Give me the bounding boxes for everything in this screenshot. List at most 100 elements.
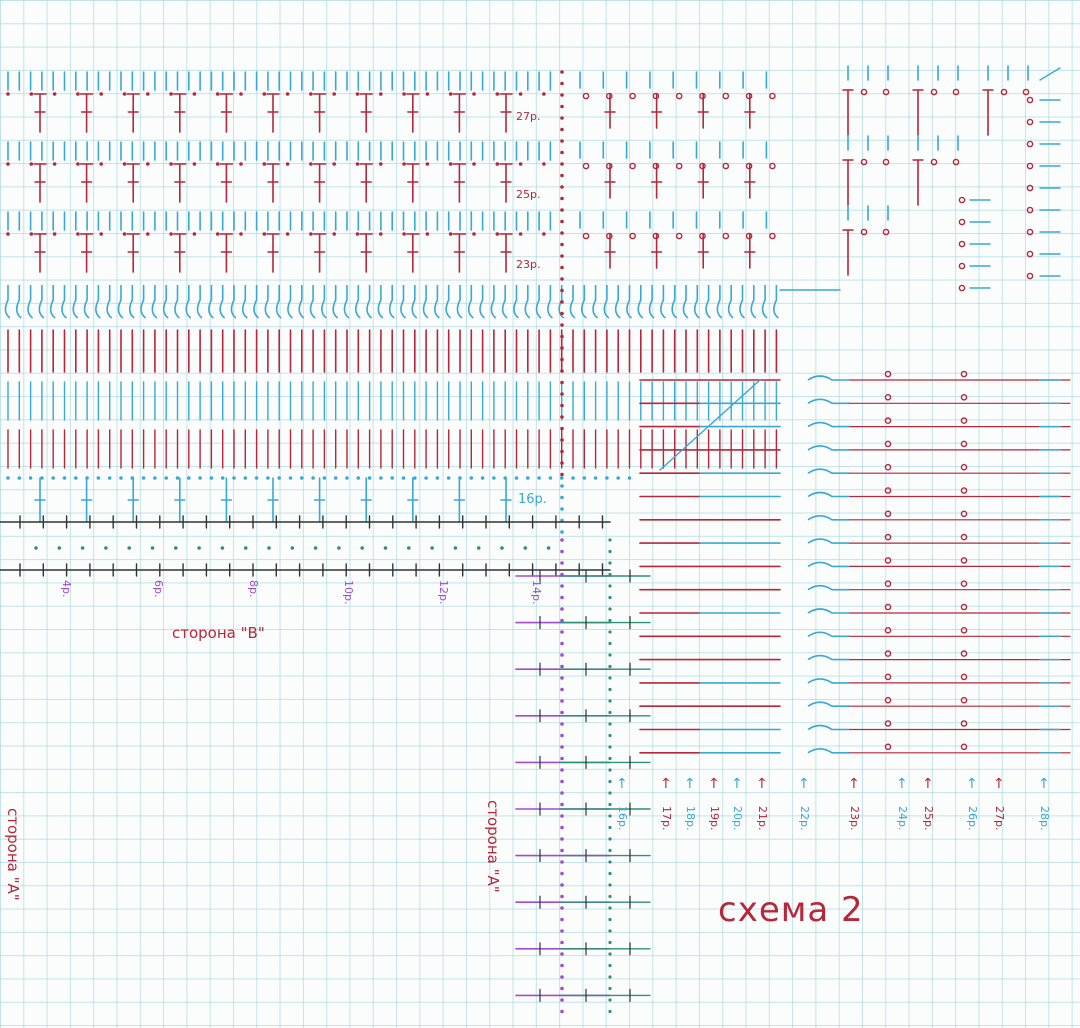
blue-wave — [27, 285, 34, 319]
chain-dot — [560, 894, 564, 899]
chain-dot — [560, 595, 564, 600]
chain-dot — [608, 549, 612, 554]
chain-dot — [560, 975, 564, 979]
blue-wave — [253, 285, 260, 319]
chain-dot — [239, 162, 243, 166]
chain-dot — [356, 476, 361, 480]
chain-dot — [560, 162, 564, 166]
chain-dot — [52, 162, 57, 166]
chain-dot — [560, 139, 564, 143]
chain-dot — [608, 779, 612, 784]
chain-dot — [560, 300, 564, 304]
chain-dot — [560, 346, 564, 350]
right-row-label: 23р. — [848, 806, 861, 831]
chain-dot — [608, 952, 612, 956]
chain-dot — [560, 825, 564, 830]
chain-dot — [379, 476, 383, 480]
chain-dot — [560, 607, 564, 611]
chain-dot — [560, 940, 564, 945]
picot-ring — [1026, 118, 1034, 126]
chain-dot — [582, 476, 587, 480]
picot-ring — [769, 92, 776, 100]
blue-wave — [727, 285, 734, 319]
chain-dot — [560, 150, 564, 155]
chain-dot — [322, 476, 327, 480]
picot-ring — [884, 673, 892, 681]
picot-ring — [960, 580, 968, 588]
chain-dot — [290, 546, 295, 550]
chain-dot — [518, 162, 523, 166]
blue-wave — [479, 285, 486, 319]
chain-dot — [425, 232, 430, 236]
chain-dot — [209, 476, 214, 480]
chain-dot — [560, 791, 564, 795]
picot-ring — [884, 370, 892, 378]
blue-wave — [807, 491, 850, 498]
chain-dot — [608, 768, 612, 772]
picot-ring — [1026, 250, 1034, 258]
chain-dot — [169, 92, 173, 96]
blue-wave — [693, 285, 700, 319]
chain-dot — [560, 848, 564, 853]
blue-wave — [366, 285, 373, 319]
blue-wave — [513, 285, 520, 319]
chain-dot — [560, 288, 564, 293]
chain-dot — [560, 449, 564, 454]
row-label-16-top: 16р. — [518, 492, 547, 507]
blue-wave — [807, 421, 850, 428]
chain-dot — [492, 476, 496, 480]
side-b-label: сторона "В" — [172, 624, 265, 642]
chain-dot — [608, 906, 612, 910]
blue-wave — [490, 285, 497, 319]
chain-dot — [608, 607, 612, 611]
chain-dot — [560, 929, 564, 933]
bottom-row-label: 6р. — [152, 580, 165, 598]
chain-dot — [402, 232, 406, 236]
chain-dot — [262, 162, 267, 166]
blue-wave — [445, 285, 452, 319]
blue-wave — [807, 608, 850, 614]
chain-dot — [560, 311, 564, 316]
chain-dot — [560, 618, 564, 623]
blue-wave — [287, 285, 294, 319]
picot-ring — [960, 487, 968, 494]
chain-dot — [560, 561, 564, 565]
chain-dot — [560, 334, 564, 339]
chain-dot — [332, 232, 337, 236]
chain-dot — [76, 92, 80, 96]
chain-dot — [332, 162, 337, 166]
picot-ring — [769, 232, 776, 240]
scheme-title: схема 2 — [718, 890, 864, 930]
picot-ring — [960, 603, 968, 611]
chain-dot — [560, 871, 564, 876]
chain-dot — [608, 653, 612, 657]
chain-dot — [542, 232, 546, 236]
chain-dot — [122, 232, 127, 236]
chain-dot — [560, 70, 564, 74]
chain-dot — [146, 92, 150, 96]
chain-dot — [608, 699, 612, 703]
chain-dot — [99, 232, 103, 236]
chain-dot — [608, 975, 612, 979]
blue-wave — [682, 285, 689, 319]
chain-dot — [560, 814, 564, 818]
blue-wave — [761, 285, 768, 319]
chain-dot — [608, 676, 612, 680]
up-arrow-icon: ↑ — [922, 776, 934, 792]
chain-dot — [187, 476, 191, 480]
row-label-27-top: 27р. — [516, 110, 541, 123]
chain-dot — [560, 1009, 564, 1014]
blue-wave — [773, 285, 779, 319]
blue-wave — [185, 285, 192, 319]
chain-dot — [608, 998, 612, 1002]
chain-dot — [448, 162, 453, 166]
blue-wave — [49, 285, 56, 319]
blue-wave — [309, 285, 316, 319]
chain-dot — [608, 894, 612, 899]
chain-dot — [99, 92, 103, 96]
picot-ring — [1000, 88, 1008, 96]
picot-ring — [884, 533, 892, 541]
chain-dot — [495, 92, 500, 96]
blue-wave — [603, 285, 610, 319]
up-arrow-icon: ↑ — [660, 776, 672, 792]
